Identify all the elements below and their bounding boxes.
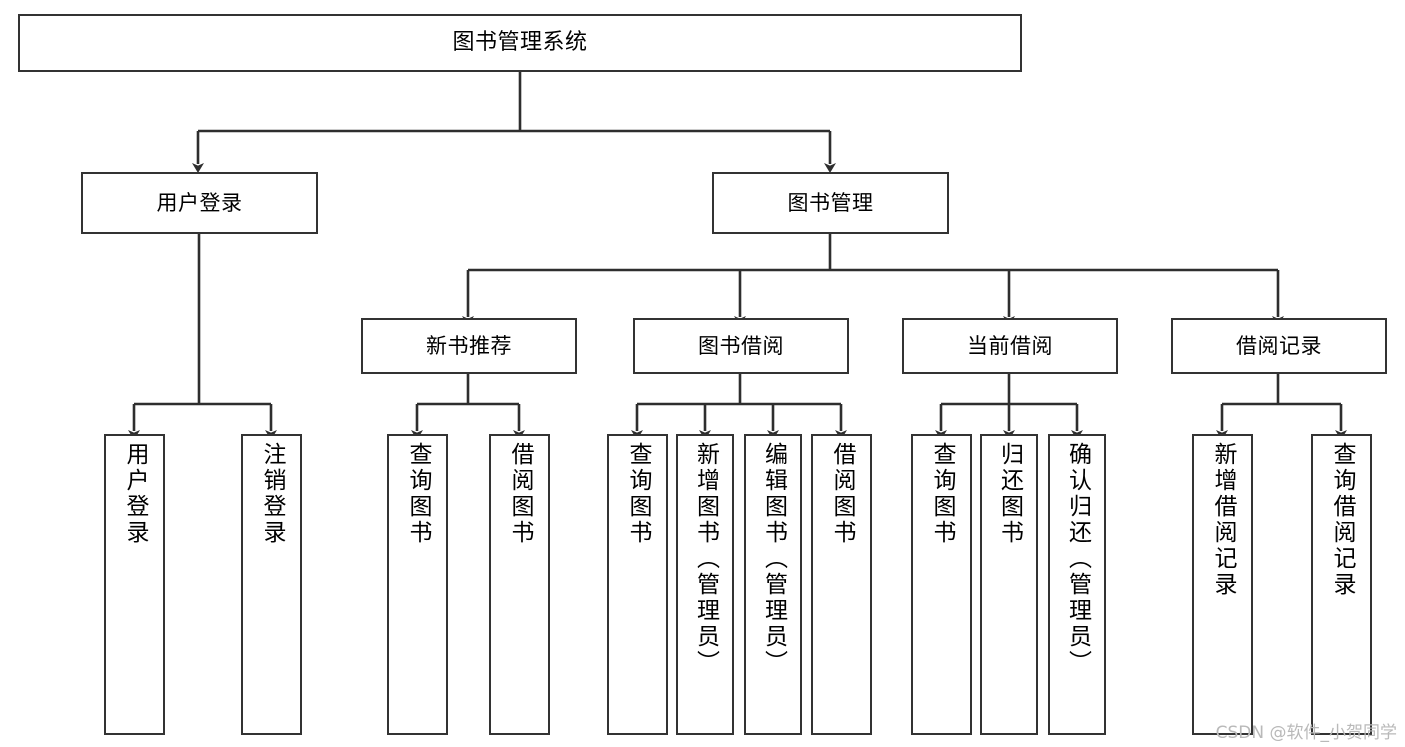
node-new-book[interactable]: 新书推荐 [361,318,577,374]
leaf-book-borrow-edit-book[interactable]: 编辑图书（管理员） [744,434,802,735]
node-book-manage-label: 图书管理 [787,190,874,215]
leaf-new-book-query-book-label: 查询图书 [405,442,431,546]
leaf-current-borrow-query-book-label: 查询图书 [929,442,955,546]
node-user-login[interactable]: 用户登录 [81,172,318,234]
leaf-book-borrow-edit-book-label: 编辑图书（管理员） [760,442,787,676]
leaf-new-book-borrow-book[interactable]: 借阅图书 [489,434,550,735]
leaf-borrow-record-query-record[interactable]: 查询借阅记录 [1311,434,1372,735]
node-user-login-label: 用户登录 [156,190,243,215]
node-book-manage[interactable]: 图书管理 [712,172,949,234]
leaf-borrow-record-add-record-label: 新增借阅记录 [1210,442,1236,598]
leaf-current-borrow-return-book-label: 归还图书 [996,442,1023,546]
leaf-book-borrow-add-book[interactable]: 新增图书（管理员） [676,434,734,735]
leaf-new-book-borrow-book-label: 借阅图书 [507,442,533,546]
leaf-book-borrow-add-book-label: 新增图书（管理员） [692,442,719,676]
leaf-book-borrow-borrow-book[interactable]: 借阅图书 [811,434,872,735]
leaf-borrow-record-query-record-label: 查询借阅记录 [1329,442,1355,598]
leaf-current-borrow-confirm-return[interactable]: 确认归还（管理员） [1048,434,1106,735]
leaf-user-login-logout[interactable]: 注销登录 [241,434,302,735]
node-new-book-label: 新书推荐 [426,333,512,358]
node-book-borrow-label: 图书借阅 [698,333,784,358]
node-borrow-record[interactable]: 借阅记录 [1171,318,1387,374]
leaf-current-borrow-confirm-return-label: 确认归还（管理员） [1064,442,1091,676]
leaf-book-borrow-query-book-label: 查询图书 [625,442,651,546]
leaf-user-login-user-login[interactable]: 用户登录 [104,434,165,735]
node-book-borrow[interactable]: 图书借阅 [633,318,849,374]
leaf-user-login-user-login-label: 用户登录 [122,442,148,546]
node-borrow-record-label: 借阅记录 [1236,333,1322,358]
leaf-borrow-record-add-record[interactable]: 新增借阅记录 [1192,434,1253,735]
leaf-user-login-logout-label: 注销登录 [259,442,285,546]
node-root-system-label: 图书管理系统 [452,30,588,56]
leaf-current-borrow-query-book[interactable]: 查询图书 [911,434,972,735]
leaf-book-borrow-query-book[interactable]: 查询图书 [607,434,668,735]
leaf-new-book-query-book[interactable]: 查询图书 [387,434,448,735]
node-current-borrow[interactable]: 当前借阅 [902,318,1118,374]
leaf-current-borrow-return-book[interactable]: 归还图书 [980,434,1038,735]
leaf-book-borrow-borrow-book-label: 借阅图书 [829,442,855,546]
node-current-borrow-label: 当前借阅 [967,333,1053,358]
node-root-system[interactable]: 图书管理系统 [18,14,1022,72]
